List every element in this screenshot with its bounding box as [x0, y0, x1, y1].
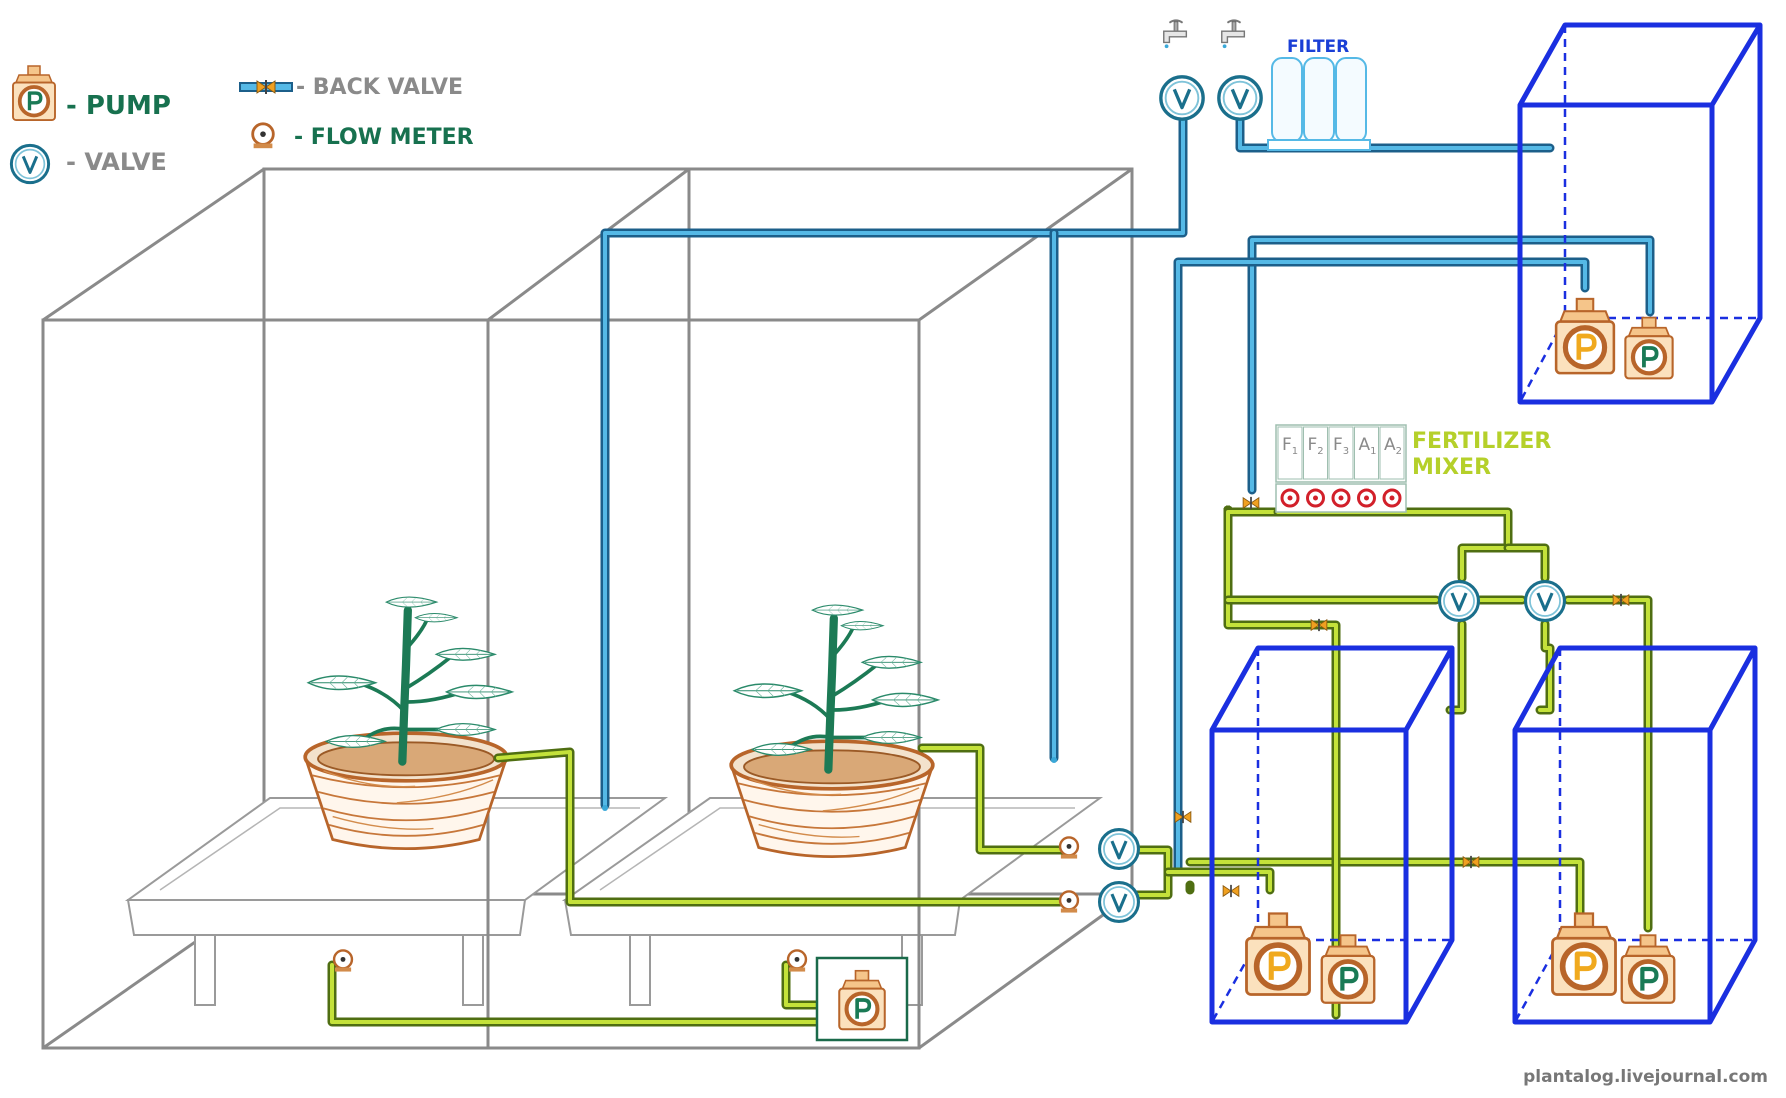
faucet-1-icon [1162, 19, 1188, 50]
legend-pump-icon [13, 66, 55, 120]
filter-label: FILTER [1287, 37, 1349, 57]
valve-tent-lower [1097, 880, 1141, 924]
flow-meter-left-tent [332, 949, 354, 973]
mixer-dosing-pump-center [1338, 495, 1344, 501]
plant-pot-left [305, 597, 512, 849]
pump-br-tank-main [1553, 914, 1616, 995]
mixer-compartment [1354, 426, 1379, 480]
faucet-2-icon [1220, 19, 1246, 50]
filter-unit [1267, 57, 1371, 151]
legend-pump-label: - PUMP [66, 91, 171, 121]
legend-valve-label: - VALVE [66, 148, 167, 176]
pump-bl-tank-secondary [1322, 935, 1375, 1003]
valve-tent-upper [1097, 827, 1141, 871]
legend-flow-meter-icon [251, 122, 275, 150]
nutrient-pipes [327, 505, 1653, 1027]
back-valve-line-3 [1222, 884, 1240, 898]
mixer-dosing-pump-center [1389, 495, 1395, 501]
legend-flow-meter-label: - FLOW METER [294, 125, 474, 150]
plant-pot-right [731, 605, 938, 857]
credit-text: plantalog.livejournal.com [1523, 1067, 1768, 1087]
grow-tent-front [41, 318, 921, 1050]
flow-meter-right-tent [786, 949, 808, 973]
pump-bl-tank-main [1247, 914, 1310, 995]
legend-back-valve-label: - BACK VALVE [296, 75, 463, 100]
legend-valve-icon [9, 143, 51, 185]
mixer-compartment [1277, 426, 1303, 480]
valve-mixer-left [1437, 579, 1481, 623]
water-pipes [600, 115, 1655, 875]
back-valve-mixer-inlet [1242, 496, 1260, 510]
legend: - PUMP - VALVE - BACK VALVE - FLOW METER [9, 66, 474, 185]
mixer-dosing-pump-center [1287, 495, 1293, 501]
mixer-compartment [1328, 426, 1354, 480]
flow-meter-lower [1058, 890, 1080, 914]
mixer-pumps [1280, 488, 1402, 508]
mixer-dosing-pump-center [1364, 495, 1369, 501]
pump-br-tank-secondary [1622, 935, 1675, 1003]
pump-tent-box [815, 956, 909, 1042]
legend-back-valve-icon [239, 79, 293, 95]
mixer-compartment [1379, 426, 1405, 480]
valve-mixer-right [1523, 579, 1567, 623]
fertilizer-mixer-label-line2: MIXER [1412, 455, 1491, 480]
flow-meter-upper [1058, 836, 1080, 860]
valve-tap-2 [1217, 75, 1263, 121]
mixer-dosing-pump-center [1313, 495, 1318, 501]
fertilizer-mixer-label-line1: FERTILIZER [1412, 429, 1551, 454]
valve-tap-1 [1159, 75, 1205, 121]
mixer-compartment [1303, 426, 1328, 480]
pump-top-tank-secondary [1625, 318, 1672, 379]
